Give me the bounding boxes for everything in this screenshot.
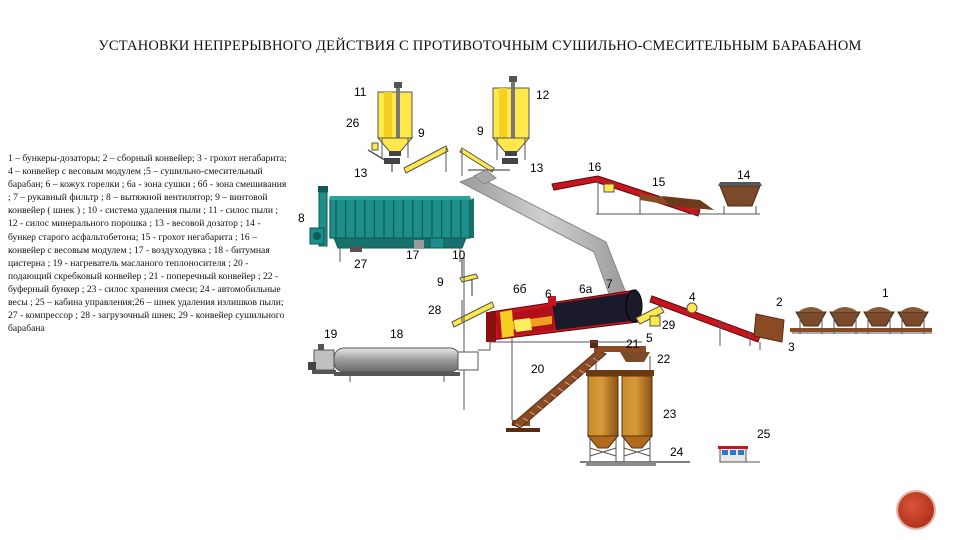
label-14: 14: [737, 168, 751, 182]
weight-dosers-13: [384, 158, 518, 172]
label-16: 16: [588, 160, 602, 174]
scraper-rung: [571, 375, 578, 380]
scraper-rung: [522, 417, 529, 422]
label-26: 26: [346, 116, 360, 130]
label-27: 27: [354, 257, 368, 271]
label-18: 18: [390, 327, 404, 341]
scraper-rung: [585, 363, 592, 368]
control-cabin-25: [718, 446, 760, 463]
scraper-rung: [536, 405, 543, 410]
label-9b: 9: [477, 124, 484, 138]
label-21: 21: [626, 337, 640, 351]
label-29: 29: [662, 318, 676, 332]
scraper-rung: [529, 411, 536, 416]
rap-hopper-14: [718, 182, 762, 214]
blower-17: [414, 237, 445, 249]
collecting-conveyor-2: [790, 328, 932, 332]
label-1: 1: [882, 286, 889, 300]
label-12: 12: [536, 88, 550, 102]
screw-conveyors-9-top: [403, 145, 495, 176]
drum-conveyor-29: [635, 305, 665, 327]
bin-material: [798, 307, 824, 312]
bin-material: [832, 307, 858, 312]
label-7: 7: [606, 277, 613, 291]
truck-scale-24: [580, 461, 690, 466]
label-11: 11: [354, 85, 367, 99]
number-labels: 11 12 26 9 9 13 13 16 14 15 8 17 10 27 9…: [298, 85, 889, 459]
dosing-bins-1: [795, 307, 929, 334]
label-13a: 13: [354, 166, 368, 180]
label-9c: 9: [437, 275, 444, 289]
label-3: 3: [788, 340, 795, 354]
cross-conveyor-21: [590, 340, 646, 352]
bin-material: [866, 307, 892, 312]
scraper-rung: [564, 381, 571, 386]
scraper-rung: [543, 399, 550, 404]
bitumen-tank-18: [333, 341, 496, 382]
label-10: 10: [452, 248, 466, 262]
label-9a: 9: [418, 126, 425, 140]
dust-silo-11: [376, 82, 414, 158]
exhaust-duct: [458, 169, 629, 303]
dust-screw-26: [371, 142, 379, 151]
label-17: 17: [406, 248, 420, 262]
scraper-rung: [515, 423, 522, 428]
drying-drum-5: [486, 289, 643, 342]
label-20: 20: [531, 362, 545, 376]
label-8: 8: [298, 211, 305, 225]
label-22: 22: [657, 352, 671, 366]
scraper-rung: [557, 387, 564, 392]
label-6a: 6а: [579, 282, 593, 296]
label-2: 2: [776, 295, 783, 309]
weigh-conveyor-4: [649, 295, 761, 346]
oil-heater-19: [308, 344, 336, 374]
mineral-powder-silo-12: [491, 76, 531, 160]
dust-removal-10: [459, 258, 479, 296]
label-28: 28: [428, 303, 442, 317]
presentation-logo: [898, 492, 934, 528]
slide-title: УСТАНОВКИ НЕПРЕРЫВНОГО ДЕЙСТВИЯ С ПРОТИВ…: [98, 38, 862, 54]
bin-material: [900, 307, 926, 312]
label-6: 6: [545, 287, 552, 301]
scraper-rung: [578, 369, 585, 374]
oversize-screen-15: [640, 194, 714, 210]
label-19: 19: [324, 327, 338, 341]
label-6b: 6б: [513, 282, 527, 296]
compressor-27: [350, 246, 362, 252]
label-23: 23: [663, 407, 677, 421]
legend-text: 1 – бункеры-дозаторы; 2 – сборный конвей…: [8, 153, 287, 335]
oversize-screen-3: [753, 313, 785, 350]
loading-screw-28: [451, 300, 495, 328]
scraper-rung: [550, 393, 557, 398]
mix-silos-23: [586, 370, 654, 462]
scraper-conveyor-20: [506, 349, 607, 432]
label-5: 5: [646, 331, 653, 345]
label-25: 25: [757, 427, 771, 441]
exhaust-fan-8: [309, 186, 328, 247]
label-4: 4: [689, 290, 696, 304]
label-24: 24: [670, 445, 684, 459]
label-13b: 13: [530, 161, 544, 175]
label-15: 15: [652, 175, 666, 189]
burner-housing-6: [548, 296, 556, 306]
